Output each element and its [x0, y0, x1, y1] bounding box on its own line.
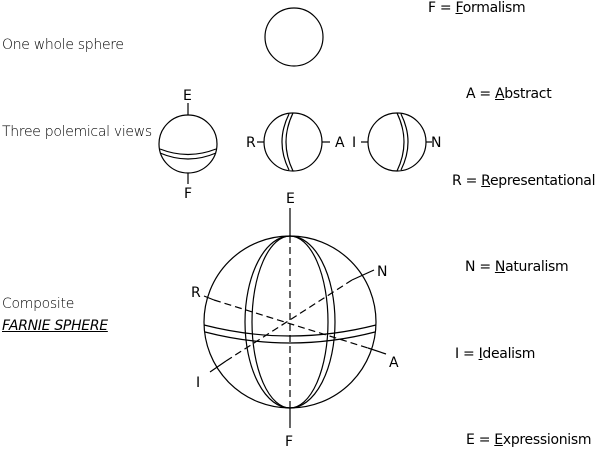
axis-label-e-small: E [183, 88, 192, 104]
legend-rest: dealism [482, 346, 536, 362]
legend-rest: aturalism [505, 259, 569, 275]
legend-representational: R = Representational [452, 173, 595, 189]
ra-view-sphere [257, 112, 330, 172]
legend-key: N = [465, 259, 495, 275]
axis-label-e: E [286, 191, 295, 207]
axis-label-i: I [196, 375, 200, 391]
whole-sphere [264, 7, 324, 67]
composite-sphere [203, 208, 387, 428]
legend-key: I = [455, 346, 479, 362]
legend-initial: F [455, 0, 463, 16]
legend-initial: A [495, 86, 505, 102]
legend-formalism: F = Formalism [428, 0, 526, 16]
legend-rest: epresentational [489, 173, 596, 189]
legend-expressionism: E = Expressionism [466, 432, 592, 448]
axis-label-n-small: N [431, 135, 441, 151]
legend-naturalism: N = Naturalism [465, 259, 569, 275]
legend-key: A = [466, 86, 496, 102]
legend-initial: E [494, 432, 503, 448]
legend-key: F = [428, 0, 456, 16]
axis-label-r: R [191, 285, 201, 301]
three-polemical-views-label: Three polemical views [2, 124, 152, 140]
legend-idealism: I = Idealism [455, 346, 535, 362]
axis-label-i-small: I [352, 135, 356, 151]
in-view-sphere [361, 112, 432, 172]
legend-key: E = [466, 432, 495, 448]
legend-rest: bstract [504, 86, 552, 102]
one-whole-sphere-label: One whole sphere [2, 37, 124, 53]
axis-label-f: F [285, 434, 293, 450]
legend-initial: N [494, 259, 506, 275]
axis-label-n: N [377, 264, 387, 280]
composite-label: Composite [2, 296, 75, 312]
legend-rest: xpressionism [502, 432, 592, 448]
legend-initial: R [481, 173, 490, 189]
axis-label-a-small: A [335, 135, 345, 151]
ef-view-sphere [158, 103, 218, 184]
axis-label-r-small: R [246, 135, 256, 151]
legend-key: R = [452, 173, 482, 189]
axis-label-a: A [389, 355, 399, 371]
farnie-sphere-label: FARNIE SPHERE [2, 318, 108, 334]
legend-rest: ormalism [462, 0, 526, 16]
axis-label-f-small: F [184, 186, 192, 202]
legend-initial: I [478, 346, 483, 362]
legend-abstract: A = Abstract [466, 86, 552, 102]
